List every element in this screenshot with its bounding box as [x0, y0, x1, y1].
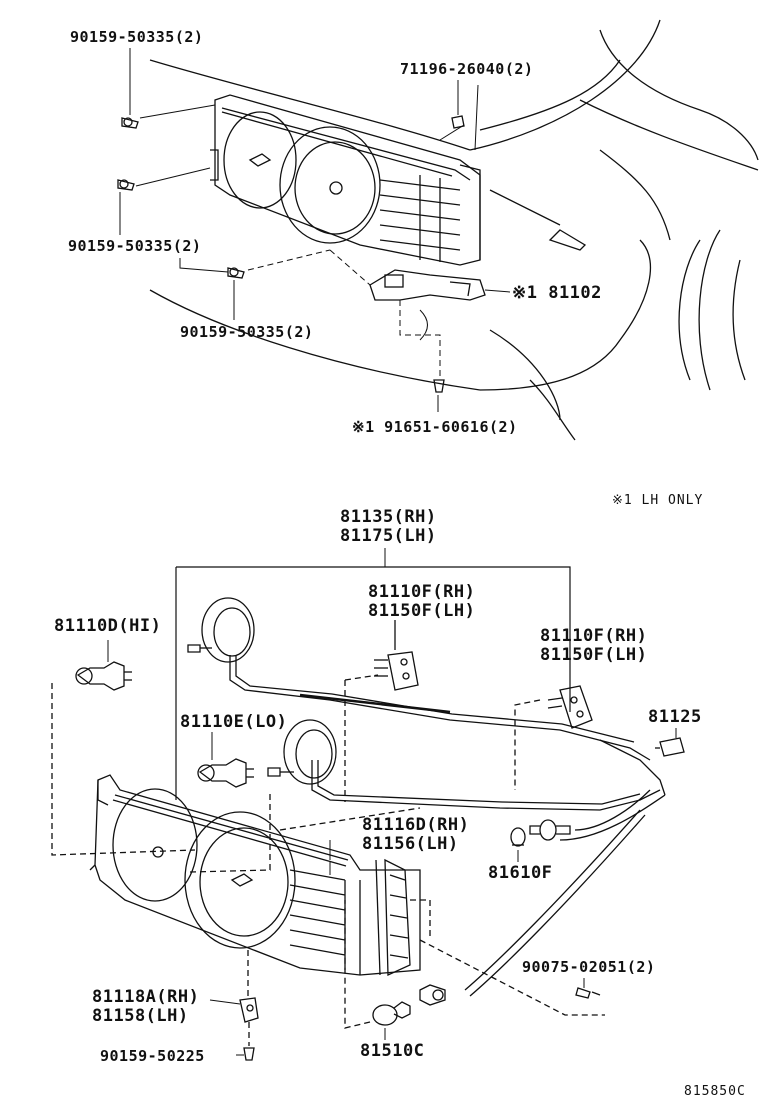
car-body-outline [149, 19, 759, 441]
callout-screw-right: 90075-02051(2) [522, 958, 656, 976]
callout-screw-top-left: 90159-50335(2) [70, 28, 204, 46]
callout-bulb-lo: 81110E(LO) [180, 712, 288, 732]
connector-81125 [655, 737, 685, 757]
callout-assembly-lh: 81175(LH) [340, 526, 437, 546]
note-lh-only: ※1 LH ONLY [612, 493, 704, 508]
callout-socket-center-rh: 81110F(RH) [368, 582, 476, 602]
socket-right [547, 685, 593, 729]
callout-unit-rh: 81116D(RH) [362, 815, 470, 835]
callout-bolt-lh-only: ※1 91651-60616(2) [352, 418, 518, 436]
callout-assembly-rh: 81135(RH) [340, 507, 437, 527]
drawing-code: 815850C [684, 1084, 746, 1099]
socket-center [374, 651, 419, 691]
screw-icon-bottom [243, 1047, 255, 1061]
screw-icon-top-left [121, 117, 139, 129]
turn-socket [419, 984, 446, 1006]
wiring-harness [229, 655, 666, 997]
callout-bulb-turn: 81510C [360, 1041, 425, 1061]
callout-clip-top: 71196-26040(2) [400, 60, 534, 78]
bracket-81102 [369, 269, 486, 301]
top-leader-lines [119, 48, 511, 412]
side-marker-unit [375, 858, 411, 976]
callout-socket-right-rh: 81110F(RH) [540, 626, 648, 646]
callout-bracket-rh: 81118A(RH) [92, 987, 200, 1007]
bulb-hi-icon [75, 661, 132, 691]
reflector-lower [267, 719, 337, 785]
callout-socket-right-lh: 81150F(LH) [540, 645, 648, 665]
bottom-headlamp-unit [89, 774, 421, 976]
callout-bulb-hi: 81110D(HI) [54, 616, 162, 636]
reflector-upper [187, 597, 255, 663]
top-headlamp-assembly [210, 94, 481, 266]
bulb-small-icon [510, 827, 526, 847]
callout-screw-mid-left: 90159-50335(2) [68, 237, 202, 255]
callout-connector: 81125 [648, 707, 702, 727]
bolt-icon-lh-only [433, 379, 445, 393]
bulb-turn-icon [372, 1001, 411, 1026]
screw-icon-right [575, 987, 601, 999]
screw-icon-bottom-left [227, 267, 245, 279]
callout-bracket-lh-only: ※1 81102 [512, 283, 602, 303]
bracket-81118a [239, 997, 259, 1023]
callout-screw-bottom: 90159-50225 [100, 1047, 205, 1065]
clip-icon-top [451, 115, 465, 129]
assembly-frame [176, 566, 571, 712]
callout-bulb-small: 81610F [488, 863, 553, 883]
screw-icon-mid-left [117, 179, 135, 191]
callout-socket-center-lh: 81150F(LH) [368, 601, 476, 621]
bulb-lo-icon [197, 758, 254, 788]
callout-screw-bottom-left: 90159-50335(2) [180, 323, 314, 341]
marker-socket [529, 819, 571, 841]
callout-bracket-lh: 81158(LH) [92, 1006, 189, 1026]
callout-unit-lh: 81156(LH) [362, 834, 459, 854]
